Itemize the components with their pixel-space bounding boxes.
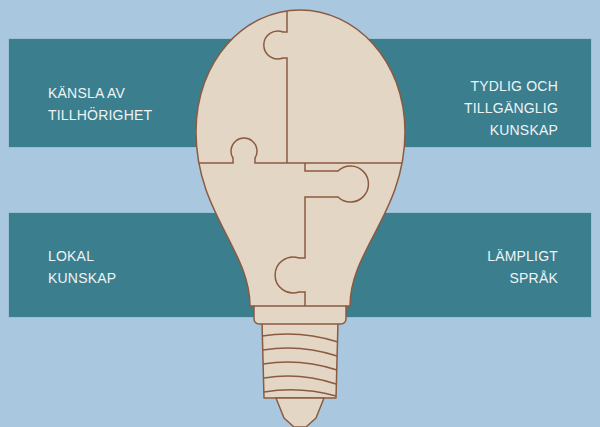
band-label: TYDLIG OCH TILLGÄNGLIG KUNSKAP [438,75,558,141]
bulb-tip [276,398,324,427]
bulb-thread [262,322,338,398]
thread-line [263,348,337,356]
band-label: LOKAL KUNSKAP [48,245,143,289]
text-band: TYDLIG OCH TILLGÄNGLIG KUNSKAP [300,38,592,148]
text-band: KÄNSLA AV TILLHÖRIGHET [8,38,300,148]
band-label: KÄNSLA AV TILLHÖRIGHET [48,82,188,126]
text-band: LÄMPLIGT SPRÅK [300,212,592,318]
thread-line [263,362,337,370]
text-band: LOKAL KUNSKAP [8,212,300,318]
thread-line [262,334,338,342]
thread-line [264,390,336,396]
band-label: LÄMPLIGT SPRÅK [463,245,558,289]
thread-line [264,376,336,384]
